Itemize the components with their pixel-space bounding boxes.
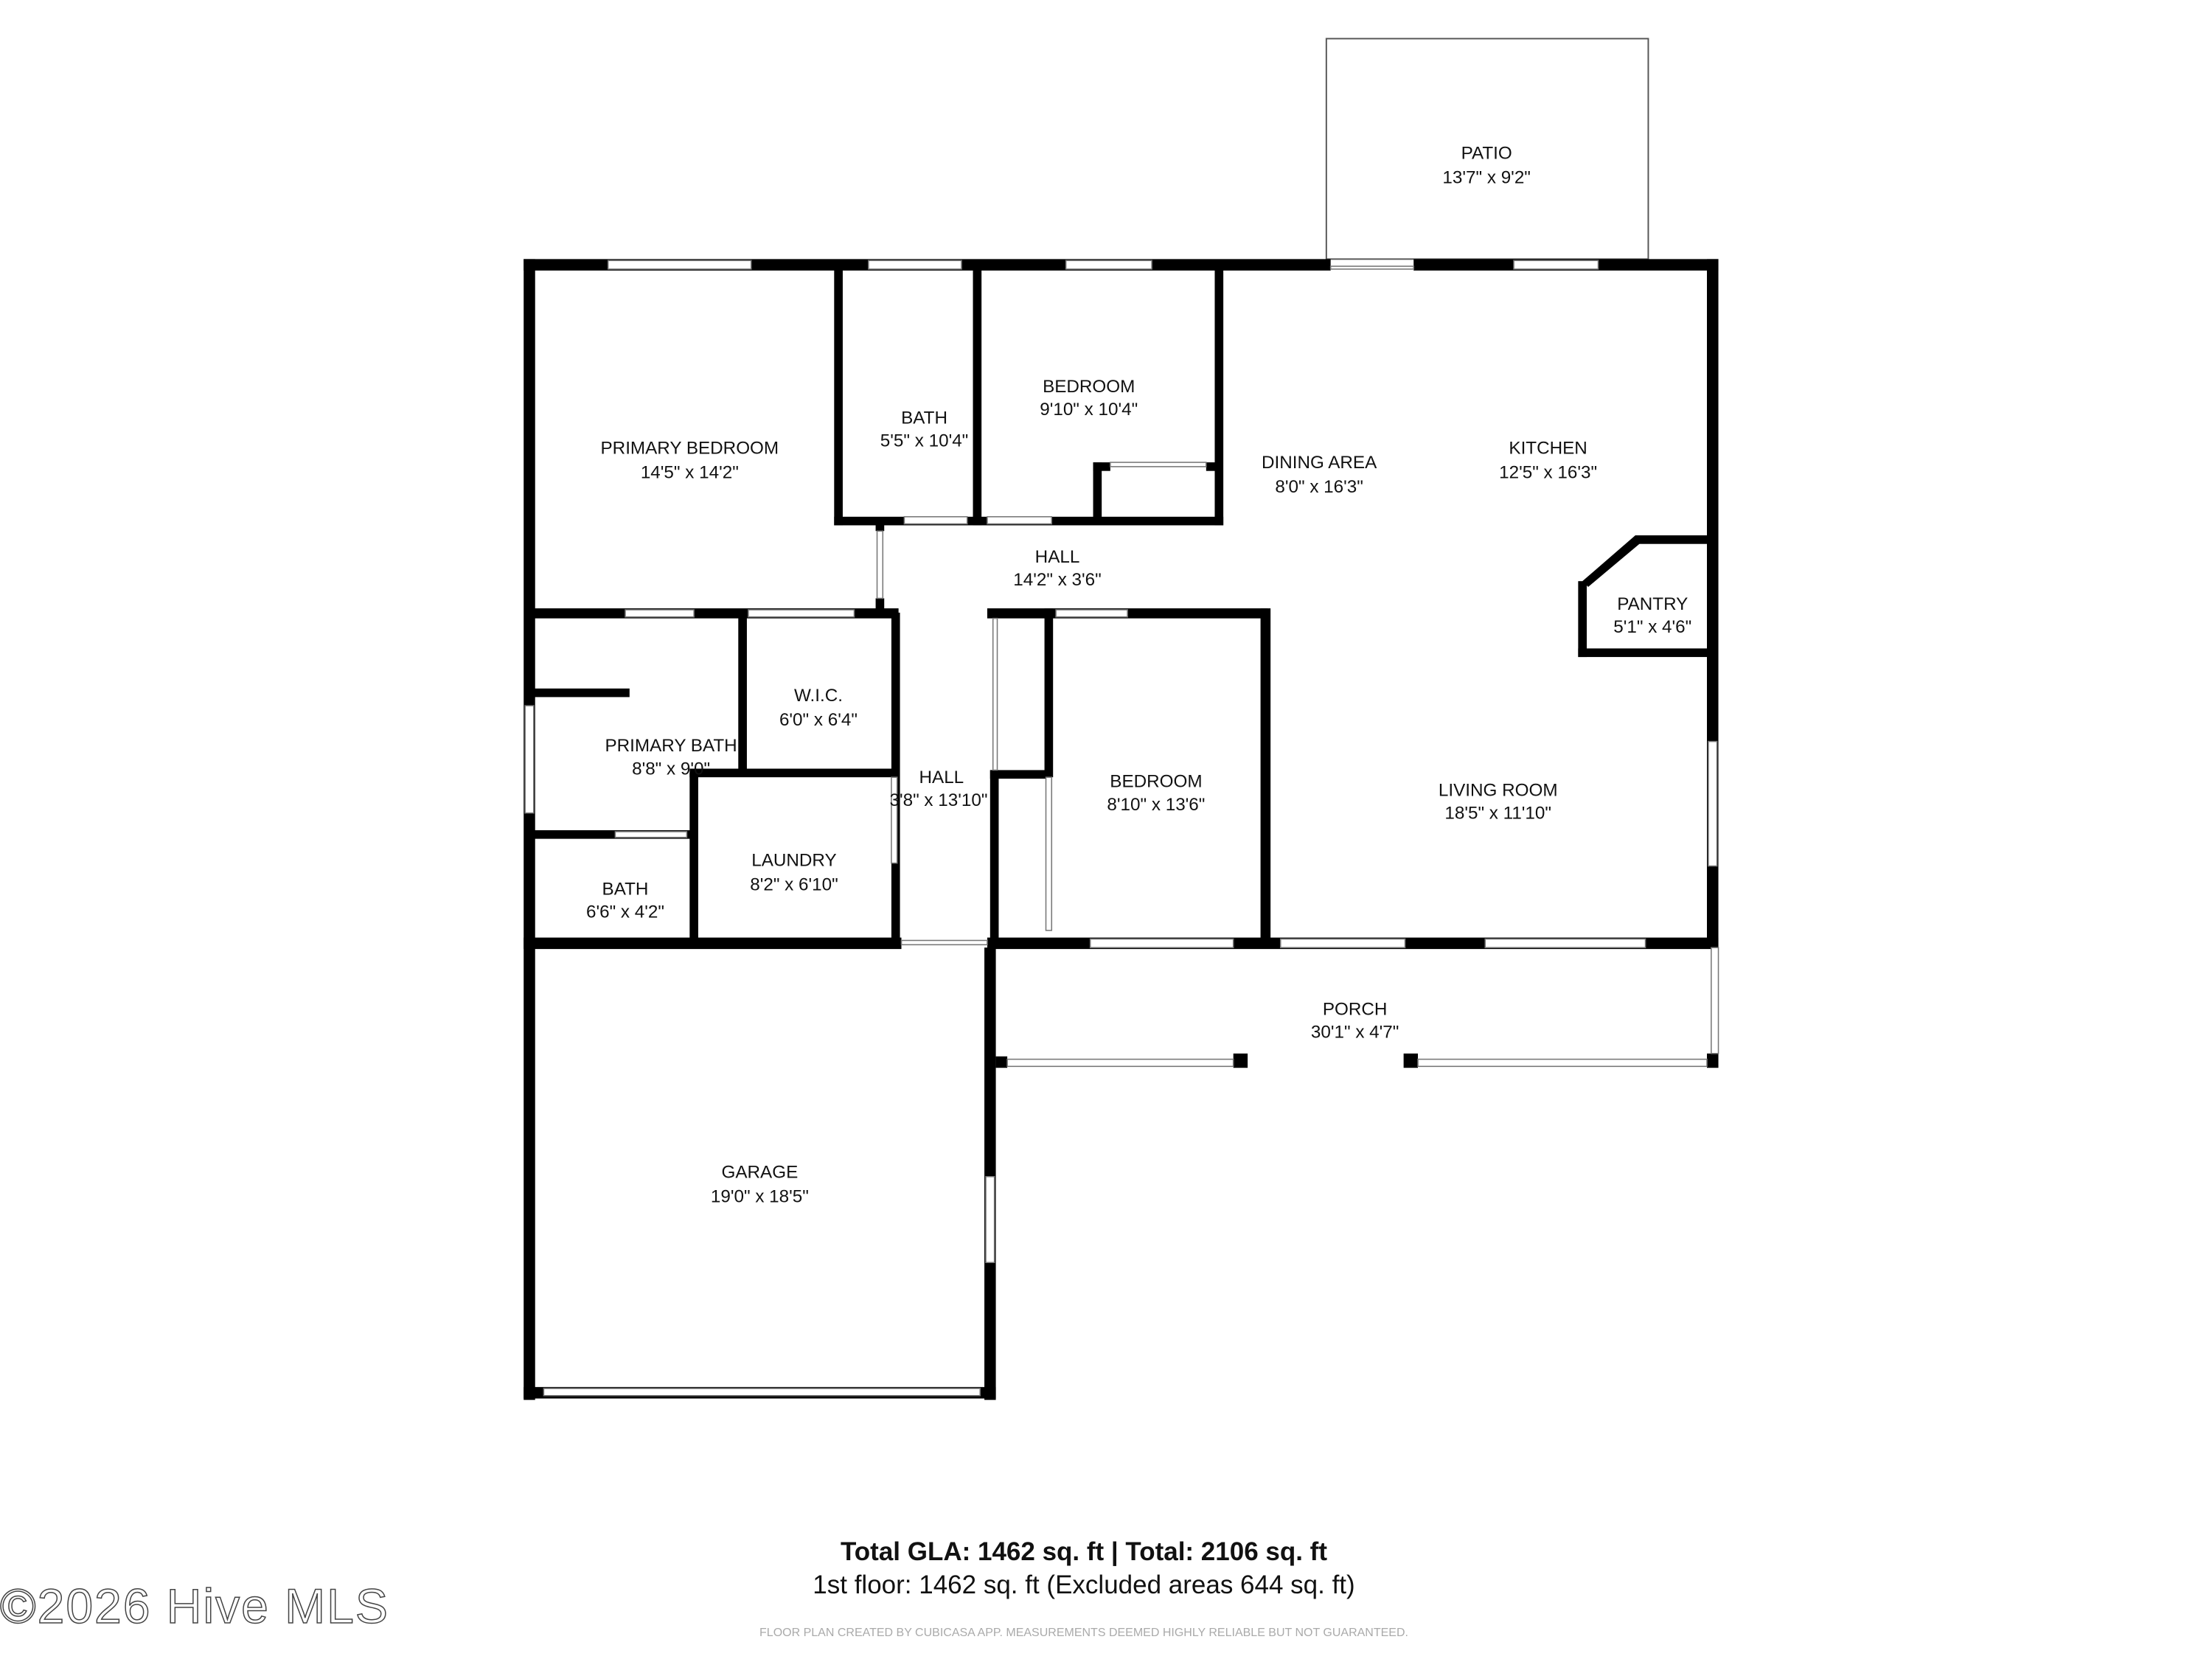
- room-bath-2: BATH 6'6" x 4'2": [586, 879, 664, 922]
- windows-and-doors: [524, 260, 1719, 1397]
- room-kitchen: KITCHEN 12'5" x 16'3": [1499, 438, 1597, 482]
- room-dims: 18'5" x 11'10": [1444, 803, 1551, 823]
- room-name: BATH: [901, 408, 947, 428]
- room-name: HALL: [1035, 547, 1080, 567]
- room-bedroom-2: BEDROOM 8'10" x 13'6": [1107, 772, 1205, 815]
- room-bath: BATH 5'5" x 10'4": [880, 408, 968, 451]
- room-name: W.I.C.: [794, 686, 843, 706]
- room-primary-bath: PRIMARY BATH 8'8" x 9'0": [605, 736, 737, 779]
- watermark: ©2026 Hive MLS: [0, 1578, 389, 1634]
- disclaimer: FLOOR PLAN CREATED BY CUBICASA APP. MEAS…: [759, 1627, 1408, 1639]
- room-dims: 5'1" x 4'6": [1613, 617, 1691, 637]
- room-living-room: LIVING ROOM 18'5" x 11'10": [1439, 780, 1558, 823]
- room-dims: 5'5" x 10'4": [880, 431, 968, 451]
- room-name: PATIO: [1461, 143, 1512, 163]
- room-name: LIVING ROOM: [1439, 780, 1558, 800]
- room-laundry: LAUNDRY 8'2" x 6'10": [750, 850, 838, 894]
- room-dining-area: DINING AREA 8'0" x 16'3": [1262, 453, 1377, 497]
- room-name: GARAGE: [722, 1163, 799, 1183]
- room-dims: 3'8" x 13'10": [889, 790, 987, 810]
- room-dims: 12'5" x 16'3": [1499, 462, 1597, 482]
- room-dims: 6'0" x 6'4": [779, 710, 858, 730]
- room-name: BEDROOM: [1043, 377, 1135, 397]
- room-bedroom: BEDROOM 9'10" x 10'4": [1040, 377, 1138, 420]
- room-dims: 30'1" x 4'7": [1311, 1022, 1399, 1042]
- room-name: KITCHEN: [1509, 438, 1587, 458]
- floor-area: 1st floor: 1462 sq. ft (Excluded areas 6…: [813, 1571, 1355, 1599]
- room-patio: PATIO 13'7" x 9'2": [1442, 143, 1530, 187]
- room-name: PORCH: [1323, 999, 1388, 1019]
- room-name: LAUNDRY: [751, 850, 836, 870]
- room-primary-bedroom: PRIMARY BEDROOM 14'5" x 14'2": [601, 438, 779, 482]
- room-porch: PORCH 30'1" x 4'7": [1311, 999, 1399, 1042]
- room-dims: 8'2" x 6'10": [750, 875, 838, 895]
- room-name: HALL: [919, 768, 964, 787]
- room-name: DINING AREA: [1262, 453, 1377, 473]
- room-dims: 14'2" x 3'6": [1013, 570, 1101, 590]
- room-name: PRIMARY BEDROOM: [601, 438, 779, 458]
- room-dims: 14'5" x 14'2": [641, 462, 739, 482]
- room-wic: W.I.C. 6'0" x 6'4": [779, 686, 858, 730]
- room-dims: 8'10" x 13'6": [1107, 795, 1205, 815]
- room-dims: 6'6" x 4'2": [586, 902, 664, 922]
- walls: [524, 259, 1719, 1400]
- room-name: PRIMARY BATH: [605, 736, 737, 756]
- room-hall: HALL 14'2" x 3'6": [1013, 547, 1101, 590]
- room-dims: 8'8" x 9'0": [632, 759, 710, 779]
- room-pantry: PANTRY 5'1" x 4'6": [1613, 594, 1691, 637]
- room-name: BEDROOM: [1110, 772, 1202, 792]
- room-garage: GARAGE 19'0" x 18'5": [711, 1163, 809, 1207]
- room-dims: 13'7" x 9'2": [1442, 167, 1530, 187]
- room-dims: 9'10" x 10'4": [1040, 400, 1138, 420]
- total-area: Total GLA: 1462 sq. ft | Total: 2106 sq.…: [841, 1537, 1327, 1566]
- room-dims: 8'0" x 16'3": [1275, 477, 1363, 497]
- room-dims: 19'0" x 18'5": [711, 1187, 809, 1207]
- room-name: PANTRY: [1617, 594, 1688, 614]
- room-name: BATH: [602, 879, 649, 899]
- room-hall-2: HALL 3'8" x 13'10": [889, 768, 987, 810]
